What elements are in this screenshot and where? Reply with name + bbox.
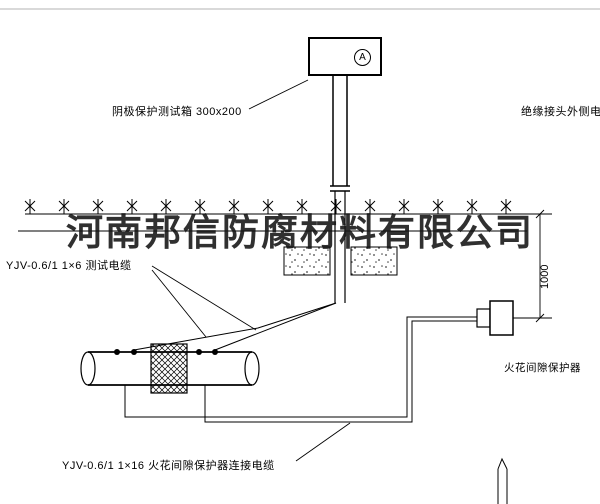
- concrete-block-left: [283, 246, 331, 276]
- dimension-1000-text: 1000: [539, 264, 551, 289]
- concrete-block-right: [350, 246, 398, 276]
- test-post-upper: [330, 75, 350, 192]
- test-box-outline: [308, 37, 382, 76]
- label-test-box: 阴极保护测试箱 300x200: [112, 106, 242, 118]
- protector-cables: [124, 316, 477, 423]
- detail-marker-symbol: [497, 457, 508, 504]
- ammeter-symbol: A: [354, 49, 371, 66]
- label-connection-cable: YJV-0.6/1 1×16 火花间隙保护器连接电缆: [62, 460, 275, 472]
- test-post-lower: [334, 191, 346, 303]
- insulating-joint: [150, 343, 188, 394]
- grade-marks: [24, 198, 512, 215]
- dimension-1000-lines: [513, 209, 552, 323]
- test-cables: [133, 302, 337, 351]
- label-test-cable: YJV-0.6/1 1×6 测试电缆: [6, 260, 132, 272]
- leader-lines: [151, 79, 351, 462]
- spark-gap-protector: [476, 300, 514, 336]
- label-outer-cable: 绝缘接头外侧电缆: [521, 106, 600, 118]
- cable-weld-points: [114, 349, 218, 355]
- label-spark-gap-protector: 火花间隙保护器: [504, 362, 581, 374]
